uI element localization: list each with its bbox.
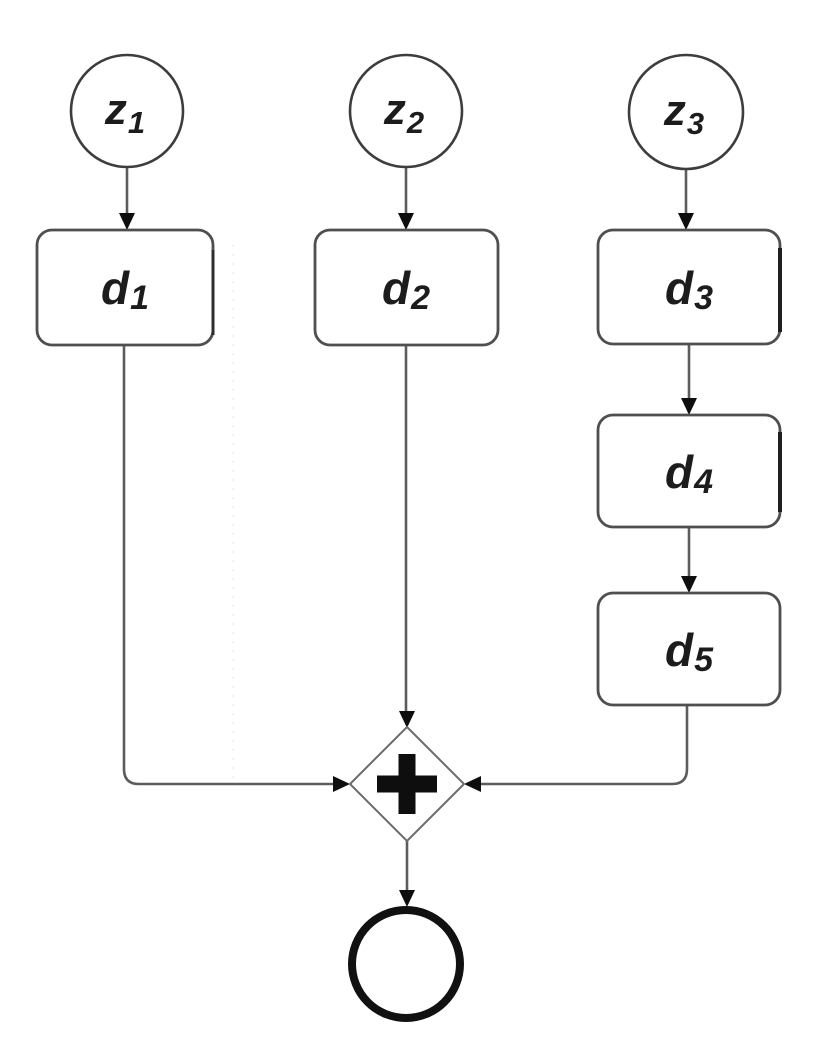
start-event-z2 xyxy=(348,53,464,169)
arrowhead-into-gateway-top xyxy=(399,711,415,728)
plus-icon xyxy=(377,754,437,814)
task-d5 xyxy=(596,591,782,707)
edge-d5-to-gateway xyxy=(481,705,689,786)
arrowhead-into-d5 xyxy=(681,576,697,593)
arrowhead-into-d4 xyxy=(681,398,697,415)
task-d1 xyxy=(35,228,215,347)
start-event-z3 xyxy=(627,53,745,171)
parallel-gateway xyxy=(348,725,466,843)
arrowhead-into-end-event xyxy=(399,890,415,907)
arrowhead-layer xyxy=(119,213,697,907)
arrowhead-into-d2 xyxy=(398,213,414,230)
end-event xyxy=(348,906,464,1022)
arrowhead-into-gateway-left xyxy=(333,776,350,792)
start-event-layer xyxy=(69,53,745,171)
start-event-z1 xyxy=(69,53,185,169)
connector-layer xyxy=(122,167,691,891)
edge-d1-to-gateway xyxy=(122,345,334,786)
task-d3 xyxy=(596,228,782,346)
task-layer xyxy=(35,228,782,707)
task-d2 xyxy=(313,228,500,347)
task-d4 xyxy=(596,413,782,529)
arrowhead-into-gateway-right xyxy=(464,776,481,792)
arrowhead-into-d3 xyxy=(678,213,694,230)
arrowhead-into-d1 xyxy=(119,213,135,230)
